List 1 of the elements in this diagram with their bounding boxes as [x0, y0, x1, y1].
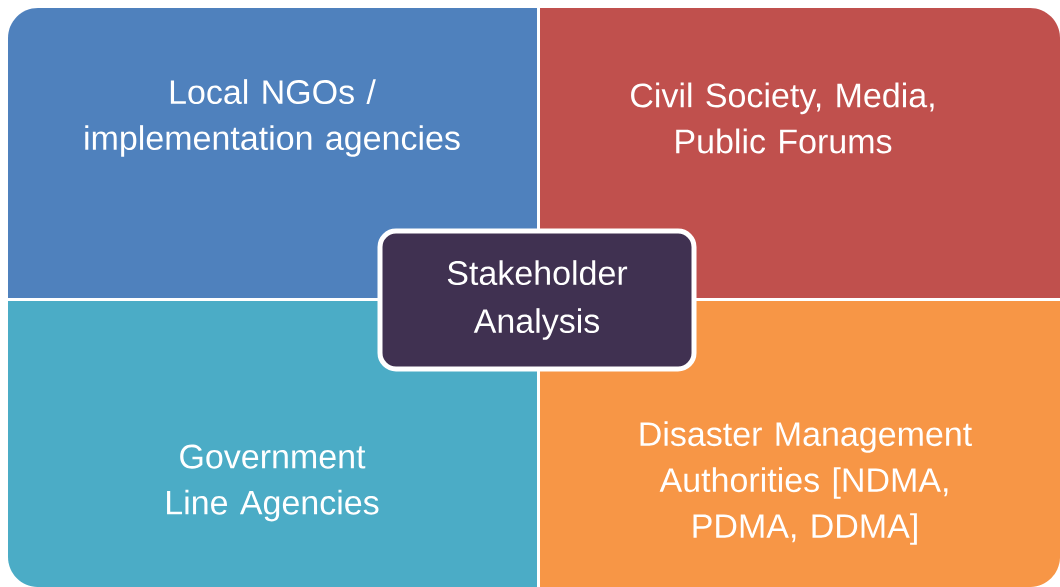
- center-box: Stakeholder Analysis: [377, 228, 697, 372]
